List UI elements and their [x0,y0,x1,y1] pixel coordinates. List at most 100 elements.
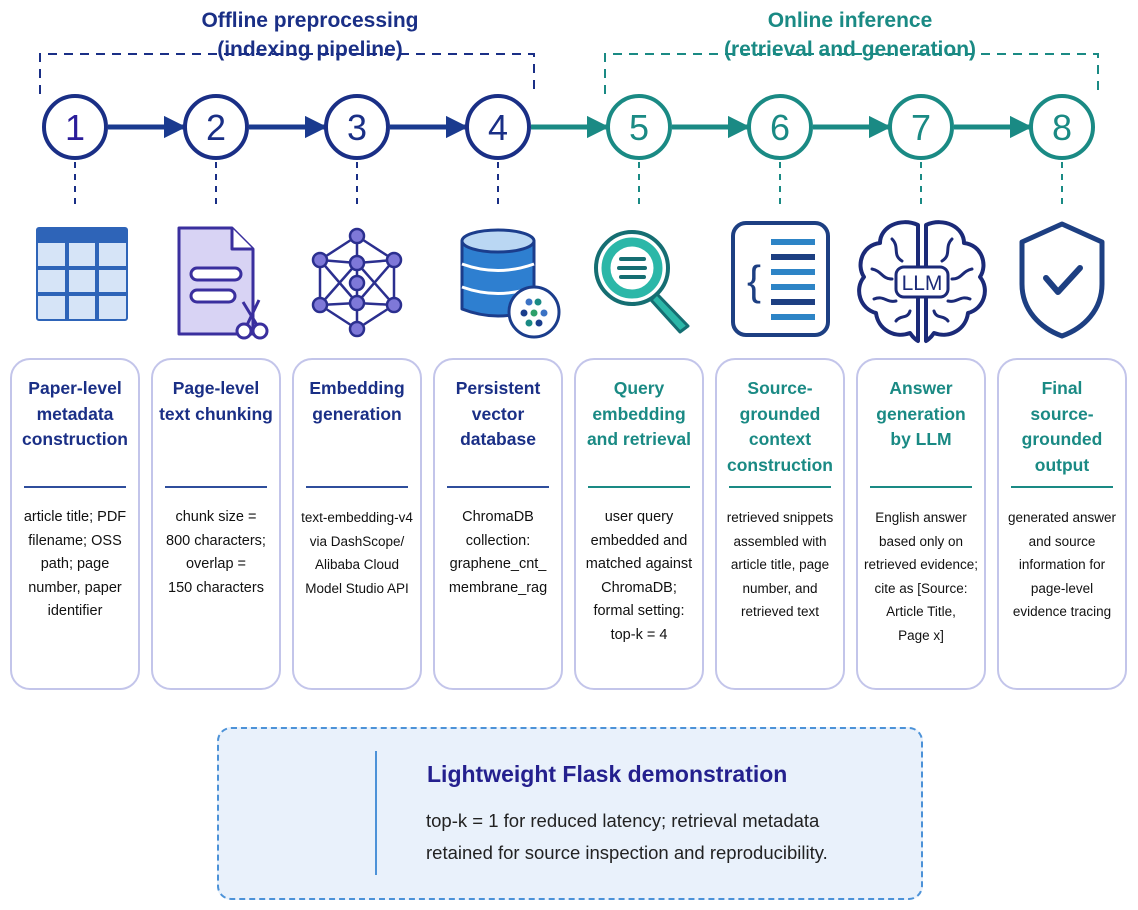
step-card-8: Final source- grounded output generated … [997,358,1127,690]
step-circle-1 [42,94,108,160]
title-line: by LLM [890,429,952,449]
desc-line: page-level [1030,580,1094,596]
desc-line: graphene_cnt_ [449,556,547,572]
offline-phase-bracket [39,53,535,94]
step-2: 2 [183,94,249,160]
card-divider [165,486,267,488]
desc-line: number, paper [28,579,122,596]
step-card-1: Paper-level metadata construction articl… [10,358,140,690]
online-phase-title-line1: Online inference [767,9,933,32]
title-line: Answer [889,378,953,398]
desc-line: via DashScope/ [309,533,405,549]
demo-text-line: retained for source inspection and repro… [426,842,828,863]
step-card-description: chunk size = 800 characters; overlap = 1… [156,506,276,600]
step-card-2: Page-level text chunking chunk size = 80… [151,358,281,690]
desc-line: user query [604,509,674,525]
title-line: and retrieval [586,429,692,449]
step-8: 8 [1029,94,1095,160]
title-line: embedding [592,403,686,424]
desc-line: cite as [Source: [874,580,968,596]
desc-line: filename; OSS [28,532,122,549]
title-line: output [1034,454,1090,475]
network-graph-icon [311,227,403,338]
desc-line: collection: [465,532,531,549]
step-number-4: 4 [488,107,508,148]
step-number-1: 1 [65,107,85,148]
desc-line: evidence tracing [1012,604,1112,619]
step-circle-6 [747,94,813,160]
desc-line: 150 characters [168,579,264,596]
desc-line: ChromaDB; [601,579,677,596]
step-number-2: 2 [206,107,226,148]
desc-line: Page x] [898,627,944,643]
desc-line: Alibaba Cloud [314,557,400,572]
desc-line: article title, page [730,557,830,572]
desc-line: top-k = 4 [610,626,668,643]
title-line: Persistent [455,378,541,398]
document-scissors-icon [177,226,269,340]
step-circle-5 [606,94,672,160]
title-line: Source- [747,378,813,398]
offline-phase-title-line2: (indexing pipeline) [217,38,403,61]
database-icon [460,228,561,339]
svg-text:{: { [747,257,761,304]
title-line: Paper-level [28,378,122,398]
demo-title: Lightweight Flask demonstration [427,761,788,787]
card-divider [870,486,972,488]
title-line: metadata [36,403,114,424]
card-divider [24,486,126,488]
desc-line: matched against [585,556,693,572]
card-divider [588,486,690,488]
step-card-title: Final source- grounded output [1003,376,1121,478]
title-line: text chunking [159,403,273,424]
title-line: Query [613,378,665,398]
desc-line: overlap = [185,556,247,572]
step-card-6: Source- grounded context construction re… [715,358,845,690]
offline-phase-title: Offline preprocessing (indexing pipeline… [135,6,485,64]
title-line: grounded [1021,429,1103,449]
llm-brain-label: LLM [902,272,943,295]
step-circle-4 [465,94,531,160]
step-card-description: article title; PDF filename; OSS path; p… [15,506,135,624]
desc-line: number, and [742,580,818,596]
online-phase-bracket [604,53,1099,94]
title-line: construction [22,429,128,449]
step-card-description: generated answer and source information … [1002,506,1122,624]
desc-line: English answer [875,510,967,525]
title-line: context [748,429,812,449]
desc-line: and source [1028,533,1096,549]
offline-phase-title-line1: Offline preprocessing [201,9,419,32]
desc-line: formal setting: [593,603,685,619]
desc-line: ChromaDB [462,509,534,525]
desc-line: 800 characters; [166,532,266,549]
desc-line: text-embedding-v4 [301,510,413,525]
step-card-description: ChromaDB collection: graphene_cnt_ membr… [438,506,558,600]
title-line: generation [876,403,966,424]
step-1: 1 [42,94,108,160]
desc-line: embedded and [590,532,688,549]
llm-brain-icon: LLM [857,220,987,343]
title-line: source- [1030,403,1094,424]
desc-line: path; page [40,556,110,572]
desc-line: membrane_rag [448,579,548,596]
desc-line: article title; PDF [23,509,127,525]
step-number-8: 8 [1052,107,1072,148]
title-line: Page-level [172,378,260,398]
desc-line: Article Title, [886,604,956,619]
step-card-title: Answer generation by LLM [862,376,980,453]
desc-line: retrieved snippets [726,510,834,525]
step-number-5: 5 [629,107,649,148]
step-card-title: Paper-level metadata construction [16,376,134,453]
step-card-title: Query embedding and retrieval [580,376,698,453]
step-leaders [74,162,1063,206]
step-card-description: text-embedding-v4 via DashScope/ Alibaba… [297,506,417,600]
step-card-5: Query embedding and retrieval user query… [574,358,704,690]
desc-line: identifier [47,603,103,619]
step-card-title: Page-level text chunking [157,376,275,427]
online-phase-title-line2: (retrieval and generation) [723,38,977,61]
desc-line: assembled with [733,533,827,549]
title-line: generation [312,403,402,424]
step-3: 3 [324,94,390,160]
step-number-7: 7 [911,107,931,148]
desc-line: retrieved evidence; [863,557,979,572]
